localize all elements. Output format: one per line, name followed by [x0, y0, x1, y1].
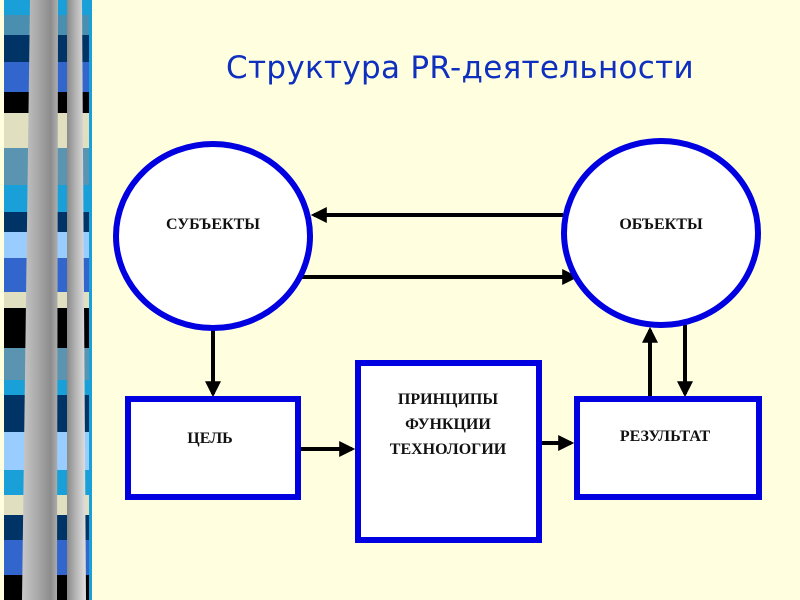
- node-result: РЕЗУЛЬТАТ: [574, 396, 762, 500]
- slide-title: Структура PR-деятельности: [226, 50, 694, 86]
- node-subjects-label: СУБЪЕКТЫ: [166, 216, 260, 233]
- node-objects: ОБЪЕКТЫ: [561, 138, 761, 328]
- node-means: ПРИНЦИПЫ ФУНКЦИИ ТЕХНОЛОГИИ: [355, 360, 542, 543]
- stripe-pillar-left: [22, 0, 58, 600]
- node-result-label: РЕЗУЛЬТАТ: [620, 428, 711, 445]
- node-means-line-2: ФУНКЦИИ: [405, 416, 491, 433]
- node-objects-label: ОБЪЕКТЫ: [619, 216, 703, 233]
- node-goal-label: ЦЕЛЬ: [187, 430, 232, 447]
- node-means-line-3: ТЕХНОЛОГИИ: [390, 441, 507, 458]
- node-goal: ЦЕЛЬ: [125, 396, 301, 500]
- decorative-stripe: [4, 0, 92, 600]
- node-means-line-1: ПРИНЦИПЫ: [398, 391, 498, 408]
- stripe-pillar-right: [67, 0, 86, 600]
- node-subjects: СУБЪЕКТЫ: [113, 141, 313, 331]
